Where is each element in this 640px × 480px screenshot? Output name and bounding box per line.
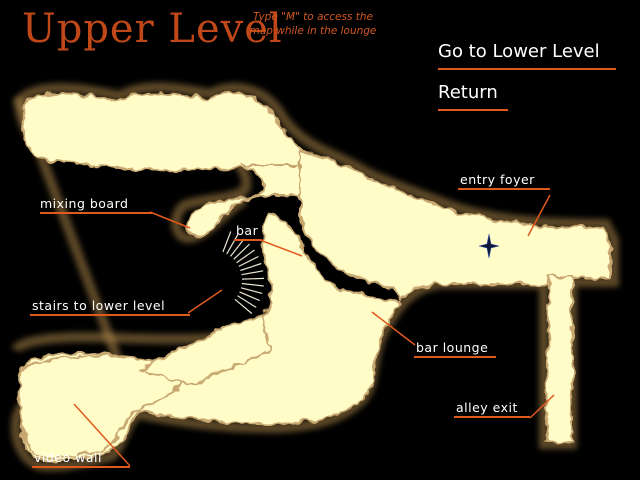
label-stairs: stairs to lower level xyxy=(32,298,166,313)
label-bar-underline xyxy=(234,239,262,241)
stair-tread xyxy=(241,270,264,276)
stair-tread xyxy=(236,249,255,264)
label-stairs-underline xyxy=(30,314,190,316)
map-hint: Type "M" to access the map while in the … xyxy=(249,11,377,37)
label-alley-exit-underline xyxy=(454,416,530,418)
label-mixing-board-underline xyxy=(40,212,152,214)
stair-tread xyxy=(238,255,259,267)
stair-tread xyxy=(230,238,245,257)
star-icon xyxy=(478,233,500,259)
go-to-lower-level-button[interactable]: Go to Lower Level xyxy=(438,41,600,62)
label-video-wall: video wall xyxy=(34,450,102,465)
stair-tread xyxy=(240,287,263,294)
return-button[interactable]: Return xyxy=(438,82,498,103)
label-entry-foyer: entry foyer xyxy=(460,172,535,187)
map-title: Upper Level xyxy=(22,6,283,52)
stair-tread xyxy=(240,262,262,272)
stair-tread xyxy=(233,243,251,260)
label-video-wall-underline xyxy=(32,466,130,468)
stairs xyxy=(222,231,265,314)
stair-tread xyxy=(222,231,232,253)
go-to-lower-level-underline xyxy=(438,68,616,70)
stair-tread xyxy=(241,277,265,280)
stair-tread xyxy=(237,295,257,308)
label-alley-exit: alley exit xyxy=(456,400,518,415)
return-underline xyxy=(438,109,508,111)
stair-tread xyxy=(234,298,253,314)
label-bar-lounge-underline xyxy=(414,356,496,358)
leader-lines xyxy=(73,194,555,467)
stair-tread xyxy=(226,234,239,255)
stair-tread xyxy=(239,291,260,302)
label-mixing-board: mixing board xyxy=(40,196,129,211)
label-entry-foyer-underline xyxy=(458,188,550,190)
stair-tread xyxy=(241,282,264,287)
floor-area xyxy=(18,92,611,462)
label-bar: bar xyxy=(236,223,259,238)
label-bar-lounge: bar lounge xyxy=(416,340,489,355)
